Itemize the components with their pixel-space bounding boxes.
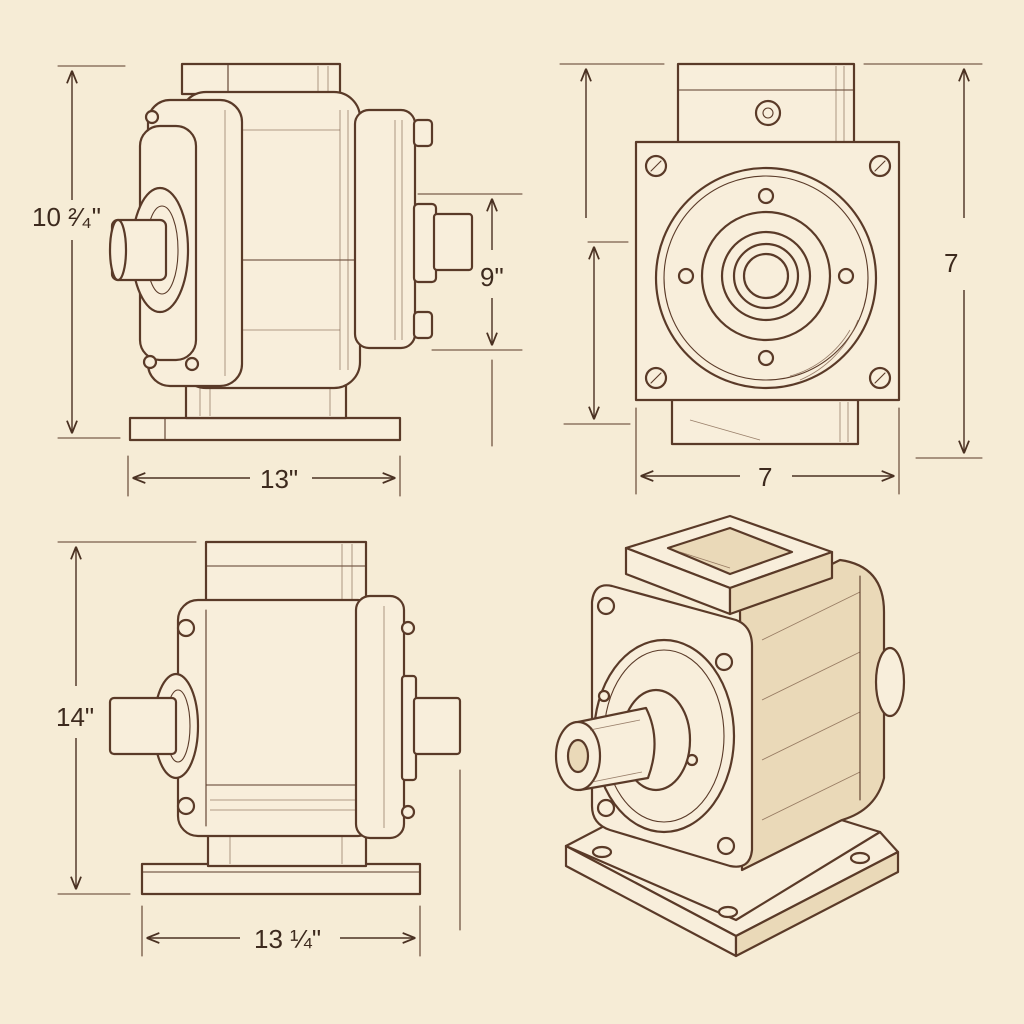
side-width-dimension: 13"	[260, 464, 298, 494]
side-view: 10 ²⁄₄" 9" 13"	[32, 62, 523, 497]
side-height-dimension: 10 ²⁄₄"	[32, 202, 101, 232]
iso-side-face	[738, 558, 886, 872]
front-view: 7 7	[559, 62, 983, 495]
side-right-shaft	[432, 212, 474, 272]
rear-main-body	[176, 598, 380, 838]
rear-top-port	[204, 540, 368, 606]
rear-right-shaft	[412, 696, 462, 756]
rear-height-dimension: 14"	[56, 702, 94, 732]
iso-top-opening	[666, 526, 794, 576]
rear-view: 14" 13 ¼"	[56, 540, 462, 957]
front-bore	[742, 252, 790, 300]
front-width-dimension: 7	[758, 462, 772, 492]
side-base-plate	[128, 416, 402, 442]
rear-width-dimension: 13 ¼"	[254, 924, 321, 954]
front-height-dimension: 7	[944, 248, 958, 278]
rear-left-shaft	[108, 696, 178, 756]
front-top-port	[676, 62, 856, 146]
rear-base-plate	[140, 862, 422, 896]
isometric-view	[554, 514, 906, 958]
side-top-port	[180, 62, 342, 96]
side-shaft-dimension: 9"	[480, 262, 504, 292]
